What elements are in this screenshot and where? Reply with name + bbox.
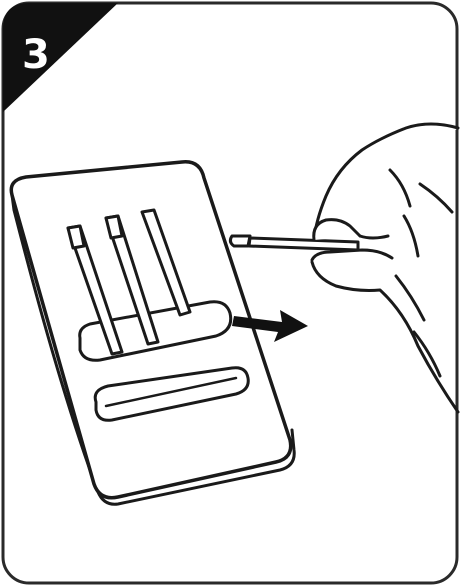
swab-tip <box>230 236 250 246</box>
step-number: 3 <box>22 32 50 78</box>
